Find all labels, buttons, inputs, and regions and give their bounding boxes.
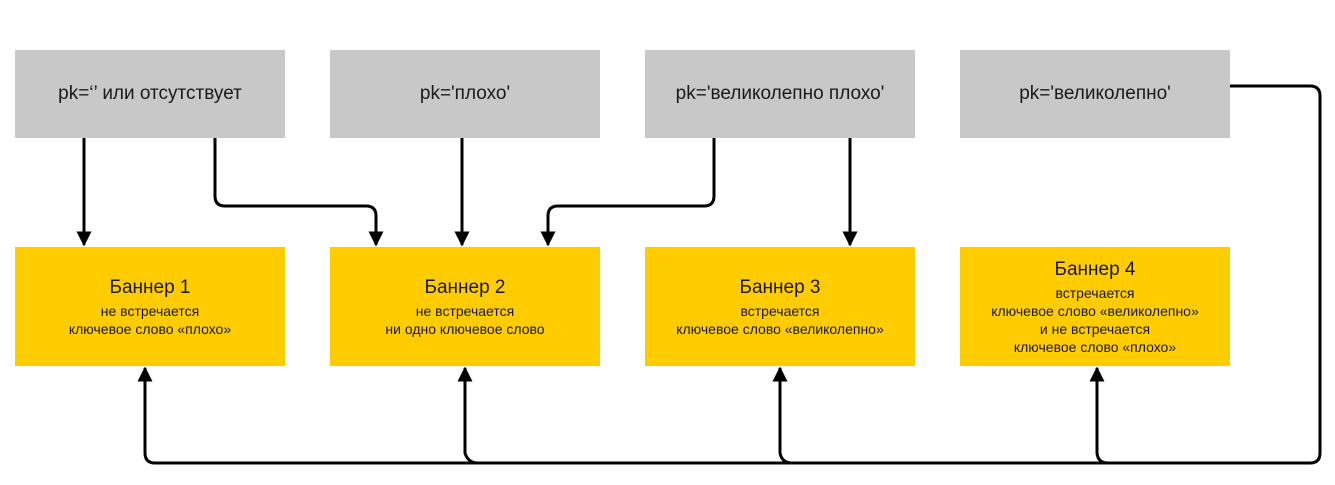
arrow-bus-banner4 bbox=[1089, 366, 1109, 465]
condition-label: pk='великолепно плохо' bbox=[675, 83, 885, 104]
banner-line: ключевое слово «плохо» bbox=[68, 320, 232, 337]
banner-line: встречается bbox=[1055, 284, 1135, 301]
condition-box-3: pk='великолепно плохо' bbox=[645, 50, 915, 138]
banner-title: Баннер 3 bbox=[739, 276, 821, 298]
banner-box-4: Баннер 4 встречается ключевое слово «вел… bbox=[960, 247, 1230, 366]
banner-line: не встречается bbox=[415, 302, 515, 319]
banner-box-1: Баннер 1 не встречается ключевое слово «… bbox=[15, 247, 285, 366]
banner-line: ключевое слово «плохо» bbox=[1013, 338, 1177, 355]
banner-title: Баннер 2 bbox=[424, 276, 506, 298]
banner-line: и не встречается bbox=[1039, 320, 1151, 337]
bus-cond4 bbox=[143, 84, 1322, 465]
banner-box-3: Баннер 3 встречается ключевое слово «вел… bbox=[645, 247, 915, 366]
banner-box-2: Баннер 2 не встречается ни одно ключевое… bbox=[330, 247, 600, 366]
banner-line: ни одно ключевое слово bbox=[385, 320, 545, 337]
banner-line: встречается bbox=[740, 302, 820, 319]
banner-line: ключевое слово «великолепно» bbox=[991, 302, 1199, 319]
condition-label: pk='великолепно' bbox=[1019, 83, 1171, 104]
condition-label: pk='плохо' bbox=[419, 83, 511, 104]
arrow-bus-banner2 bbox=[457, 366, 479, 465]
condition-box-2: pk='плохо' bbox=[330, 50, 600, 138]
banner-title: Баннер 4 bbox=[1054, 258, 1136, 280]
arrow-bus-banner3 bbox=[772, 366, 793, 465]
banner-line: ключевое слово «великолепно» bbox=[676, 320, 884, 337]
condition-box-1: pk=‘’ или отсутствует bbox=[15, 50, 285, 138]
condition-label: pk=‘’ или отсутствует bbox=[58, 83, 242, 104]
arrow-cond3-banner2 bbox=[540, 138, 716, 247]
condition-box-4: pk='великолепно' bbox=[960, 50, 1230, 138]
arrow-cond1-banner2 bbox=[213, 138, 384, 247]
banner-title: Баннер 1 bbox=[109, 276, 191, 298]
banner-line: не встречается bbox=[100, 302, 200, 319]
